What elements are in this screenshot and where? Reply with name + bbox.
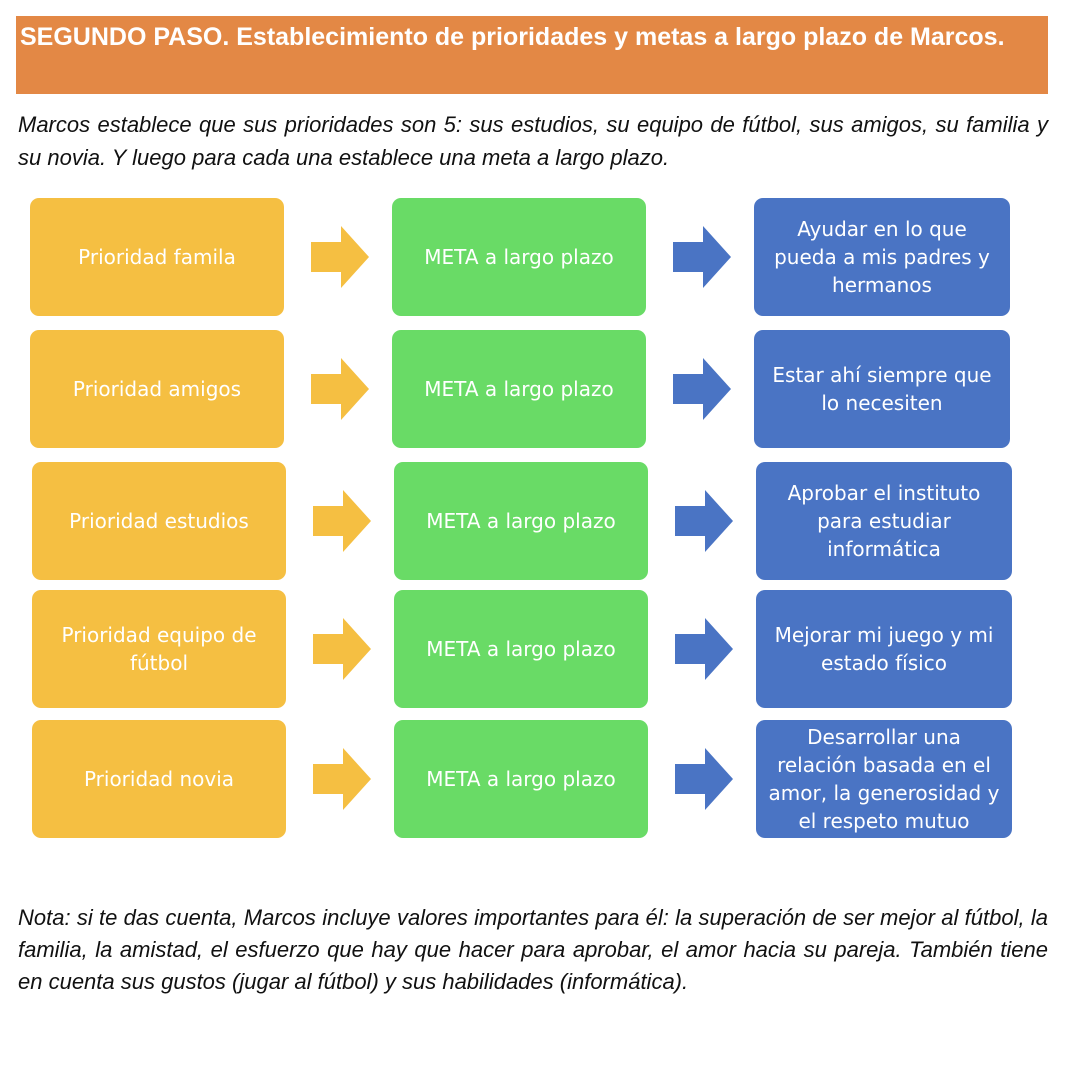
priority-box: Prioridad equipo de fútbol: [32, 590, 286, 708]
arrow-right-icon: [673, 226, 731, 288]
priority-box: Prioridad amigos: [30, 330, 284, 448]
priority-row-novia: Prioridad novia META a largo plazo Desar…: [32, 720, 1012, 838]
meta-box: META a largo plazo: [394, 462, 648, 580]
goal-label: Aprobar el instituto para estudiar infor…: [787, 481, 981, 561]
priority-box: Prioridad famila: [30, 198, 284, 316]
goal-label: Ayudar en lo que pueda a mis padres y he…: [774, 217, 990, 297]
meta-label: META a largo plazo: [424, 377, 614, 401]
arrow-right-icon: [313, 748, 371, 810]
section-title: SEGUNDO PASO. Establecimiento de priorid…: [20, 23, 1005, 51]
meta-box: META a largo plazo: [394, 590, 648, 708]
priority-label: Prioridad novia: [83, 767, 235, 791]
priority-label: Prioridad famila: [78, 245, 236, 269]
priority-row-familia: Prioridad famila META a largo plazo Ayud…: [30, 198, 1010, 316]
priority-label: Prioridad estudios: [69, 509, 249, 533]
priority-row-futbol: Prioridad equipo de fútbol META a largo …: [32, 590, 1012, 708]
intro-paragraph: Marcos establece que sus prioridades son…: [18, 112, 1048, 170]
goal-box: Ayudar en lo que pueda a mis padres y he…: [754, 198, 1010, 316]
arrow-right-icon: [313, 618, 371, 680]
meta-label: META a largo plazo: [426, 509, 616, 533]
arrow-right-icon: [311, 226, 369, 288]
meta-box: META a largo plazo: [392, 198, 646, 316]
meta-label: META a largo plazo: [424, 245, 614, 269]
meta-label: META a largo plazo: [426, 637, 616, 661]
priority-label: Prioridad amigos: [72, 377, 242, 401]
meta-label: META a largo plazo: [426, 767, 616, 791]
goal-label: Estar ahí siempre que lo necesiten: [772, 363, 992, 415]
priority-label: Prioridad equipo de fútbol: [61, 623, 257, 675]
arrow-right-icon: [313, 490, 371, 552]
goal-box: Mejorar mi juego y mi estado físico: [756, 590, 1012, 708]
arrow-right-icon: [675, 748, 733, 810]
note-paragraph: Nota: si te das cuenta, Marcos incluye v…: [18, 905, 1048, 994]
goal-box: Aprobar el instituto para estudiar infor…: [756, 462, 1012, 580]
goal-box: Estar ahí siempre que lo necesiten: [754, 330, 1010, 448]
priority-box: Prioridad novia: [32, 720, 286, 838]
goal-box: Desarrollar una relación basada en el am…: [756, 720, 1012, 838]
arrow-right-icon: [311, 358, 369, 420]
goal-label: Mejorar mi juego y mi estado físico: [774, 623, 994, 675]
arrow-right-icon: [675, 618, 733, 680]
arrow-right-icon: [675, 490, 733, 552]
priority-box: Prioridad estudios: [32, 462, 286, 580]
priority-row-amigos: Prioridad amigos META a largo plazo Esta…: [30, 330, 1010, 448]
meta-box: META a largo plazo: [394, 720, 648, 838]
meta-box: META a largo plazo: [392, 330, 646, 448]
section-header: SEGUNDO PASO. Establecimiento de priorid…: [16, 16, 1048, 94]
goal-label: Desarrollar una relación basada en el am…: [768, 725, 1000, 833]
priority-row-estudios: Prioridad estudios META a largo plazo Ap…: [32, 462, 1012, 580]
arrow-right-icon: [673, 358, 731, 420]
